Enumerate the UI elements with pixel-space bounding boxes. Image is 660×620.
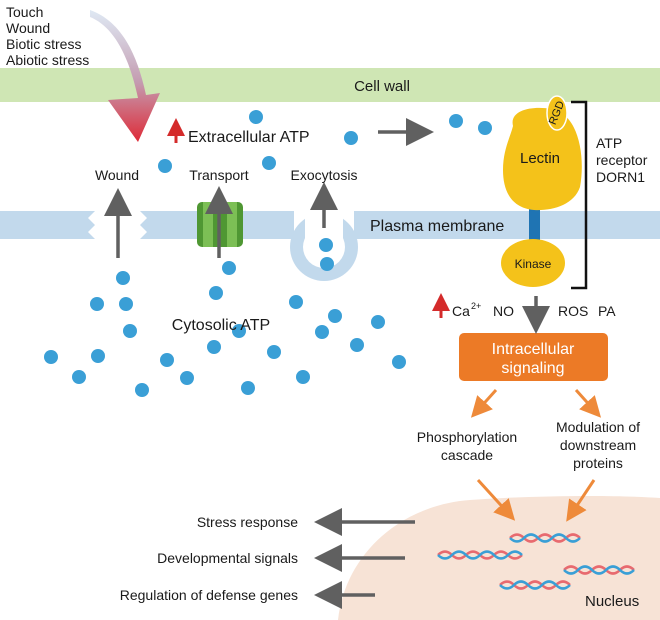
atp-molecule (90, 297, 104, 311)
stimulus-touch: Touch (6, 4, 43, 20)
receptor-bracket (571, 100, 588, 290)
stress-response-label: Stress response (197, 514, 298, 530)
atp-molecule (207, 340, 221, 354)
cytosolic-atp-label: Cytosolic ATP (172, 317, 270, 334)
dna-helix (509, 533, 581, 543)
atp-molecule (160, 353, 174, 367)
phosphorylation-label-line2: cascade (441, 447, 493, 463)
stimulus-biotic: Biotic stress (6, 36, 81, 52)
atp-molecule (135, 383, 149, 397)
dna-helix (437, 550, 523, 560)
modulation-label-line2: downstream (560, 437, 636, 453)
atp-molecules (44, 110, 492, 397)
receptor-label-dorn1: DORN1 (596, 169, 645, 185)
atp-molecule (72, 370, 86, 384)
receptor-dorn1 (501, 95, 582, 287)
stimulus-arrow (90, 10, 160, 142)
receptor-label-atp: ATP (596, 135, 622, 151)
atp-molecule (344, 131, 358, 145)
calcium-superscript: 2+ (471, 301, 481, 311)
atp-molecule (249, 110, 263, 124)
receptor-label-receptor: receptor (596, 152, 648, 168)
atp-molecule (296, 370, 310, 384)
atp-molecule (392, 355, 406, 369)
defense-genes-label: Regulation of defense genes (120, 587, 298, 603)
plasma-membrane-label: Plasma membrane (370, 218, 504, 235)
phosphorylation-to-nucleus-arrow (476, 478, 516, 521)
atp-molecule (315, 325, 329, 339)
atp-molecule (241, 381, 255, 395)
phosphorylation-label-line1: Phosphorylation (417, 429, 517, 445)
intracellular-label-line1: Intracellular (492, 341, 575, 358)
to-modulation-arrow (574, 388, 602, 418)
dna-helix (563, 565, 635, 575)
atp-molecule (232, 324, 246, 338)
developmental-signals-label: Developmental signals (157, 550, 298, 566)
intracellular-label-line2: signaling (501, 360, 564, 377)
atp-molecule (449, 114, 463, 128)
stimulus-abiotic: Abiotic stress (6, 52, 89, 68)
atp-molecule (119, 297, 133, 311)
ros-label: ROS (558, 303, 588, 319)
plasma-membrane-left (0, 211, 95, 239)
atp-molecule (209, 286, 223, 300)
calcium-label: Ca (452, 303, 470, 319)
atp-molecule (350, 338, 364, 352)
no-label: NO (493, 303, 514, 319)
nucleus-label: Nucleus (585, 593, 639, 610)
transport-label: Transport (189, 167, 249, 183)
atp-molecule (123, 324, 137, 338)
atp-molecule (320, 257, 334, 271)
atp-molecule (319, 238, 333, 252)
extracellular-atp-label: Extracellular ATP (188, 129, 310, 146)
to-phosphorylation-arrow (470, 388, 498, 418)
modulation-to-nucleus-arrow (566, 479, 596, 522)
atp-molecule (158, 159, 172, 173)
atp-molecule (91, 349, 105, 363)
kinase-label: Kinase (515, 257, 552, 271)
dna-helices (437, 533, 635, 590)
cell-wall-band (0, 68, 660, 102)
atp-molecule (289, 295, 303, 309)
dna-helix (499, 580, 571, 590)
exocytosis-label: Exocytosis (291, 167, 358, 183)
modulation-label-line1: Modulation of (556, 419, 640, 435)
atp-molecule (44, 350, 58, 364)
modulation-label-line3: proteins (573, 455, 623, 471)
atp-molecule (371, 315, 385, 329)
atp-molecule (262, 156, 276, 170)
lectin-label: Lectin (520, 150, 560, 167)
atp-molecule (180, 371, 194, 385)
atp-molecule (116, 271, 130, 285)
pa-label: PA (598, 303, 616, 319)
atp-molecule (478, 121, 492, 135)
stimulus-wound: Wound (6, 20, 50, 36)
cell-wall-label: Cell wall (354, 78, 410, 95)
intracellular-signaling-box (459, 333, 608, 381)
wound-label: Wound (95, 167, 139, 183)
atp-molecule (328, 309, 342, 323)
atp-molecule (267, 345, 281, 359)
atp-molecule (222, 261, 236, 275)
